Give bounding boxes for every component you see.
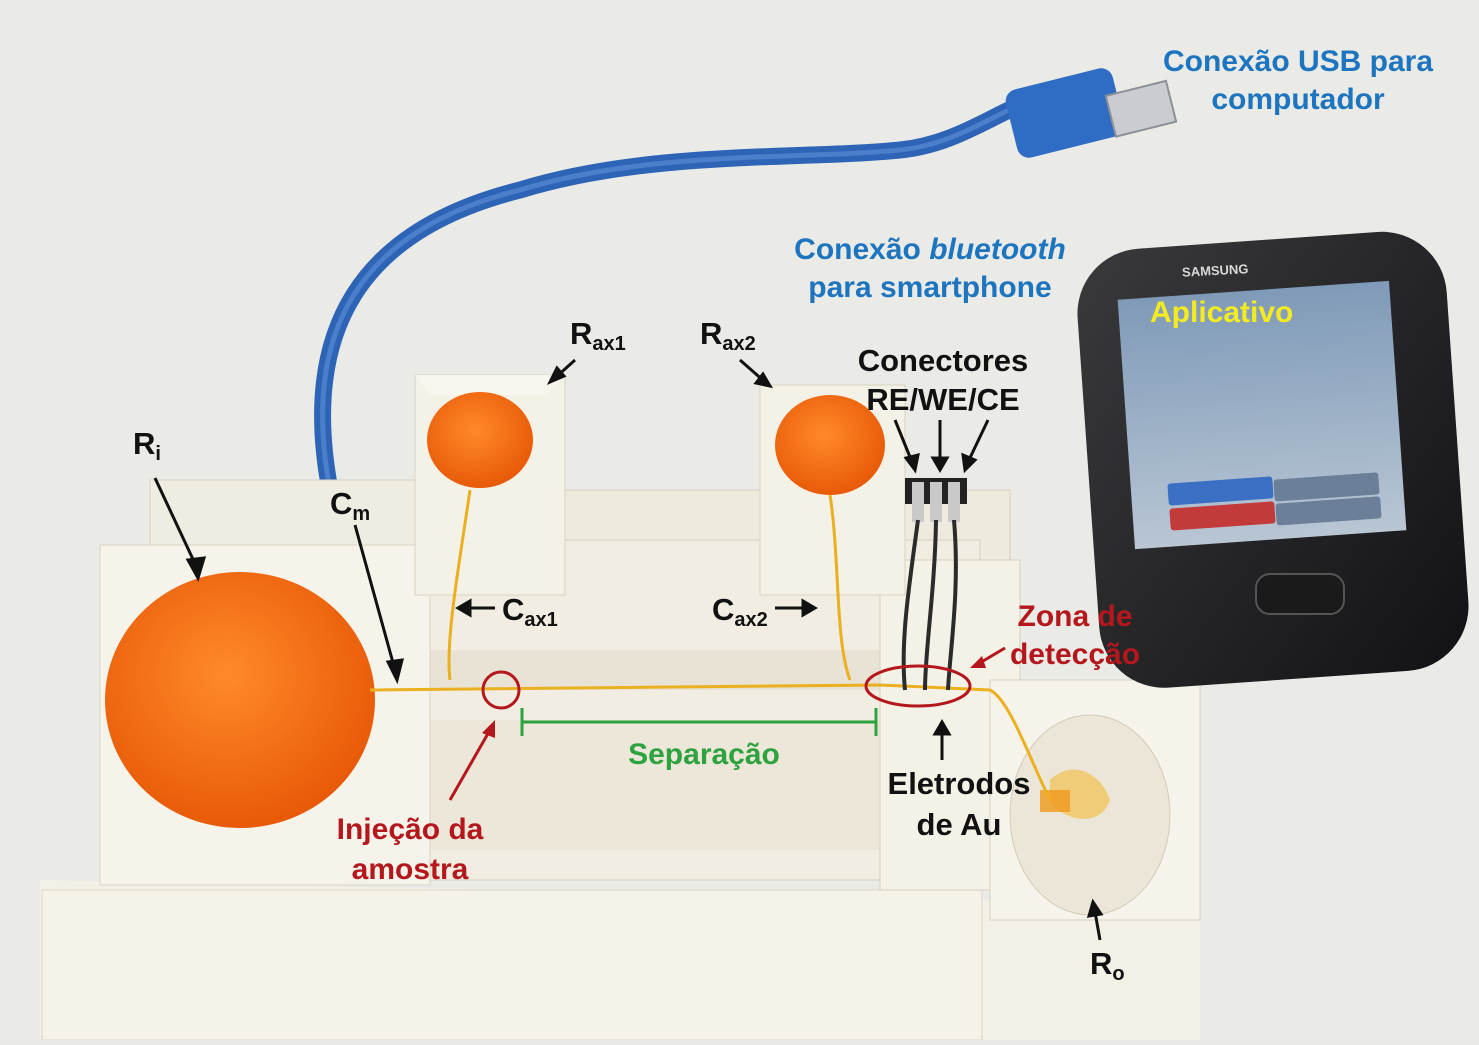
detection-zone-line2: detecção	[1009, 638, 1141, 671]
ri-label: Ri	[133, 428, 161, 464]
electrode-connectors	[901, 478, 967, 691]
electrodes-label: Eletrodos de Au	[888, 768, 1031, 840]
cm-main: C	[330, 486, 353, 521]
rax2-label: Rax2	[700, 318, 756, 354]
sample-injection-label: Injeção da amostra	[337, 815, 484, 885]
ri-main: R	[133, 426, 156, 461]
cax2-label: Cax2	[712, 594, 768, 630]
connectors-label-line1: Conectores	[857, 343, 1029, 378]
usb-label-line2: computador	[1211, 83, 1385, 116]
electrodes-line1: Eletrodos	[887, 766, 1031, 801]
cm-sub: m	[352, 503, 371, 525]
cax2-sub: ax2	[734, 609, 768, 631]
cm-label: Cm	[330, 488, 370, 524]
rax1-sub: ax1	[592, 333, 626, 355]
rax1-label: Rax1	[570, 318, 626, 354]
cax2-main: C	[712, 592, 735, 627]
microchannel	[369, 489, 1052, 801]
app-label: Aplicativo	[1150, 296, 1294, 329]
usb-label: Conexão USB para computador	[1163, 47, 1433, 115]
auxiliary-reservoir-2	[759, 384, 906, 596]
detection-zone-label: Zona de detecção	[1010, 602, 1140, 670]
connectors-label: Conectores RE/WE/CE	[858, 345, 1029, 415]
detection-zone-line1: Zona de	[1017, 600, 1133, 633]
sample-injection-line1: Injeção da	[336, 813, 484, 846]
bluetooth-label: Conexão bluetooth para smartphone	[794, 235, 1066, 303]
rax2-main: R	[700, 316, 723, 351]
smartphone	[1077, 231, 1469, 688]
inlet-reservoir	[105, 572, 375, 828]
bluetooth-label-em: bluetooth	[929, 233, 1066, 266]
electrodes-line2: de Au	[916, 807, 1002, 842]
phone-brand-logo: SAMSUNG	[1181, 261, 1249, 280]
ro-main: R	[1090, 946, 1113, 981]
ro-sub: o	[1112, 963, 1125, 985]
bluetooth-label-pre: Conexão	[794, 233, 930, 266]
separation-label: Separação	[628, 738, 780, 771]
usb-label-line1: Conexão USB para	[1162, 45, 1434, 78]
usb-cable	[314, 68, 1178, 499]
bluetooth-label-line2: para smartphone	[808, 271, 1052, 304]
cax1-sub: ax1	[524, 609, 558, 631]
annotation-arrows	[153, 358, 1104, 941]
ro-label: Ro	[1090, 948, 1125, 984]
red-annotations	[448, 646, 1006, 801]
ri-sub: i	[155, 443, 161, 465]
sample-injection-line2: amostra	[351, 853, 469, 886]
connectors-label-line2: RE/WE/CE	[866, 382, 1020, 417]
cax1-main: C	[502, 592, 525, 627]
auxiliary-reservoir-1	[414, 374, 566, 596]
rax2-sub: ax2	[722, 333, 756, 355]
cax1-label: Cax1	[502, 594, 558, 630]
separation-bracket	[520, 708, 878, 736]
rax1-main: R	[570, 316, 593, 351]
microfluidic-device	[40, 479, 1201, 1041]
